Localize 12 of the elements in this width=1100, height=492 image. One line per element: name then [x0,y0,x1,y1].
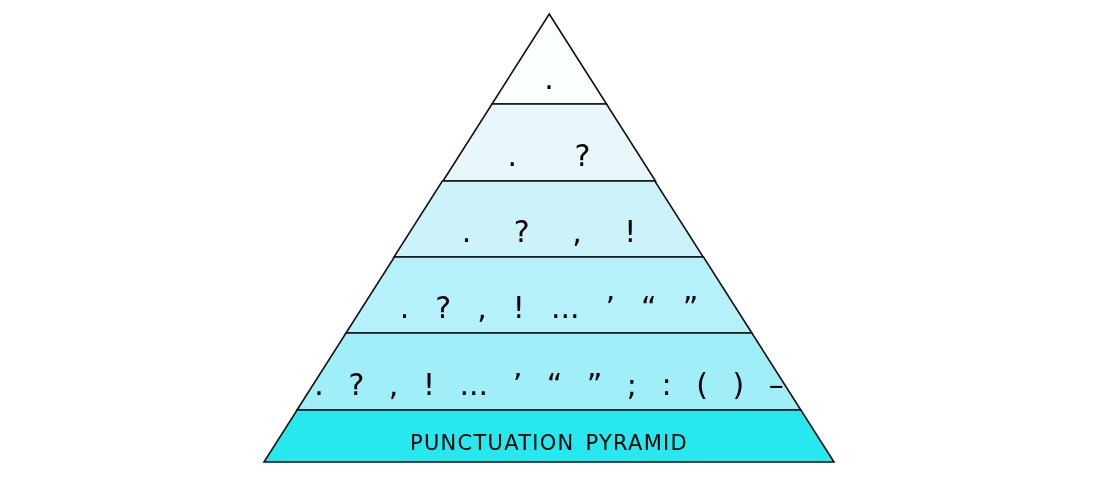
punctuation-marks: . ? , ! [461,217,637,247]
punctuation-marks: . [544,64,554,94]
pyramid-band [442,104,656,181]
punctuation-marks: . ? , ! ... ’ “ ” ; : ( ) – [314,370,784,400]
pyramid-band [264,410,834,462]
pyramid-title: PUNCTUATION PYRAMID [410,433,688,454]
pyramid-band [346,257,752,333]
punctuation-marks: . ? , ! ... ’ “ ” [399,293,699,323]
punctuation-marks: . ? [507,141,591,171]
pyramid-band [491,14,607,104]
pyramid-band [297,333,801,410]
pyramid-band [394,181,704,257]
